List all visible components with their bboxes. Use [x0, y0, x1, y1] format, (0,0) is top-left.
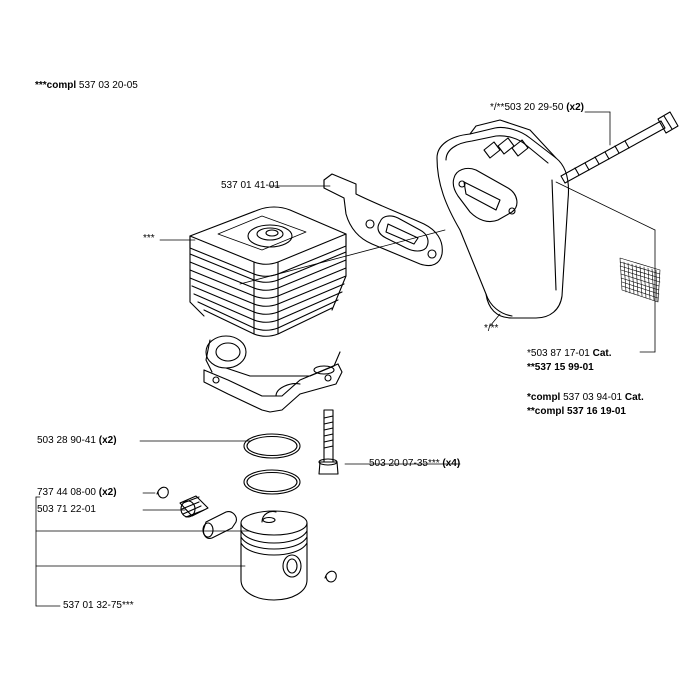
part-number: 737 44 08-00 — [37, 487, 96, 498]
part-number: 537 03 94-01 — [563, 392, 623, 403]
short-bolt-drawing — [318, 409, 339, 475]
compl-header: ***compl 537 03 20-05 — [35, 80, 138, 92]
callout-screen-1: *503 87 17-01 Cat. — [527, 348, 612, 360]
part-number: */** — [484, 323, 499, 334]
part-number: 537 01 32-75*** — [63, 600, 134, 611]
quantity: (x4) — [442, 458, 461, 469]
callout-bolt-top: */**503 20 29-50 (x2) — [490, 102, 584, 114]
part-number: 503 28 90-41 — [37, 435, 96, 446]
compl-header-prefix: ***compl — [35, 80, 77, 91]
callout-circlip: 737 44 08-00 (x2) — [37, 487, 117, 499]
cylinder-drawing — [189, 206, 347, 413]
callout-cylinder: *** — [143, 233, 155, 245]
long-bolt-drawing — [560, 111, 679, 184]
leader-lines — [35, 111, 656, 607]
quantity: (x2) — [566, 102, 584, 113]
gasket-plate-drawing — [323, 173, 443, 267]
callout-screen-2: **537 15 99-01 — [527, 362, 594, 374]
part-number: */**503 20 29-50 — [490, 102, 564, 113]
muffler-drawing — [436, 119, 570, 319]
part-number: 503 71 22-01 — [37, 504, 96, 515]
part-number: **537 15 99-01 — [527, 362, 594, 373]
callout-rings: 503 28 90-41 (x2) — [37, 435, 117, 447]
screen-mesh-drawing — [619, 257, 661, 303]
callout-bearing: 503 71 22-01 — [37, 504, 96, 516]
circlips-drawing — [156, 486, 337, 583]
compl-prefix: **compl — [527, 406, 565, 417]
quantity: (x2) — [98, 487, 117, 498]
needle-bearing-drawing — [179, 495, 209, 518]
part-number: *** — [143, 233, 155, 244]
piston-drawing — [240, 510, 308, 601]
quantity: (x2) — [98, 435, 117, 446]
part-number: 537 16 19-01 — [567, 406, 626, 417]
part-number: 503 20 07-35*** — [369, 458, 440, 469]
callout-bolt-bottom: 503 20 07-35*** (x4) — [369, 458, 460, 470]
piston-pin-drawing — [202, 511, 237, 539]
callout-compl-cat: *compl 537 03 94-01 Cat. — [527, 392, 644, 404]
part-number: 537 01 41-01 — [221, 180, 280, 191]
compl-prefix: *compl — [527, 392, 561, 403]
callout-piston: 537 01 32-75*** — [63, 600, 134, 612]
catalytic-suffix: Cat. — [624, 392, 644, 403]
compl-header-number: 537 03 20-05 — [78, 80, 138, 91]
catalytic-suffix: Cat. — [592, 348, 612, 359]
callout-gasket: 537 01 41-01 — [221, 180, 280, 192]
part-number: *503 87 17-01 — [527, 348, 590, 359]
callout-muffler-side: */** — [484, 323, 498, 335]
piston-rings-drawing — [243, 433, 301, 495]
callout-compl-2: **compl 537 16 19-01 — [527, 406, 626, 418]
